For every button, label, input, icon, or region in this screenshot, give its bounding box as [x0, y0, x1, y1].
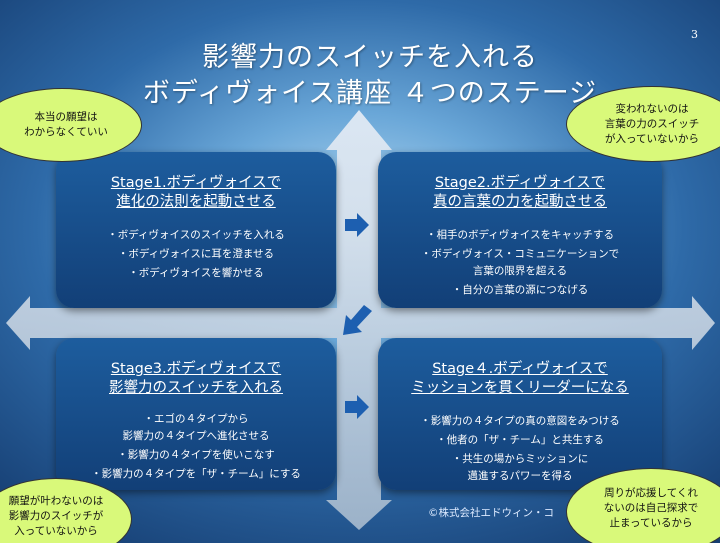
stage-2-heading: Stage2.ボディヴォイスで — [434, 175, 606, 191]
stage-4-bullet: ・影響力の４タイプの真の意図をみつける — [420, 415, 620, 427]
stage-2-bullet: ・自分の言葉の源につなげる — [451, 284, 589, 296]
stage-1-box: Stage1.ボディヴォイスで 進化の法則を起動させる ・ボディヴォイスのスイッ… — [56, 152, 336, 308]
stage-4-bullet-cont: 邁進するパワーを得る — [467, 470, 573, 482]
speech-bubble: 変われないのは 言葉の力のスイッチ が入っていないから — [566, 86, 720, 162]
bubble-line: 願望が叶わないのは — [8, 494, 104, 507]
stage-1-subheading: 進化の法則を起動させる — [116, 194, 276, 210]
arrow-right-icon — [345, 395, 369, 419]
stage-3-bullet: ・エゴの４タイプから — [143, 413, 249, 425]
bubble-line: 言葉の力のスイッチ — [604, 117, 700, 130]
stage-1-bullet: ・ボディヴォイスのスイッチを入れる — [107, 229, 285, 241]
stage-2-bullet-cont: 言葉の限界を超える — [472, 265, 568, 277]
bubble-line: 本当の願望は — [34, 111, 98, 123]
stage-2-bullet: ・ボディヴォイス・コミュニケーションで — [420, 248, 620, 260]
bubble-line: 周りが応援してくれ — [604, 486, 698, 499]
bubble-line: 止まっているから — [609, 516, 693, 529]
stage-1-heading: Stage1.ボディヴォイスで — [110, 175, 282, 191]
arrow-down-left-icon — [343, 305, 372, 335]
stage-3-heading: Stage3.ボディヴォイスで — [110, 361, 282, 377]
stage-4-bullet: ・共生の場からミッションに — [451, 453, 589, 465]
stage-4-box: Stage４.ボディヴォイスで ミッションを貫くリーダーになる ・影響力の４タイ… — [378, 338, 662, 490]
bubble-line: 入っていないから — [14, 524, 98, 537]
stage-2-subheading: 真の言葉の力を起動させる — [433, 194, 607, 210]
stage-2-box: Stage2.ボディヴォイスで 真の言葉の力を起動させる ・相手のボディヴォイス… — [378, 152, 662, 308]
page-number: 3 — [691, 28, 698, 41]
stage-4-subheading: ミッションを貫くリーダーになる — [411, 380, 629, 396]
title-line-1: 影響力のスイッチを入れる — [202, 42, 538, 73]
stage-4-bullet: ・他者の「ザ・チーム」と共生する — [436, 434, 604, 446]
bubble-line: が入っていないから — [605, 132, 699, 145]
stage-4-heading: Stage４.ボディヴォイスで — [432, 361, 608, 377]
slide-title: 影響力のスイッチを入れる ボディヴォイス講座 ４つのステージ — [60, 40, 680, 112]
bubble-line: 影響力のスイッチが — [8, 509, 104, 522]
stage-1-bullet: ・ボディヴォイスに耳を澄ませる — [117, 248, 275, 260]
bubble-line: わからなくていい — [24, 126, 108, 138]
stage-3-bullet: ・影響力の４タイプを使いこなす — [117, 449, 275, 461]
title-line-2: ボディヴォイス講座 ４つのステージ — [142, 78, 598, 109]
stage-1-bullet: ・ボディヴォイスを響かせる — [128, 267, 264, 279]
bubble-line: 変われないのは — [615, 102, 689, 115]
speech-bubble: 本当の願望は わからなくていい — [0, 88, 142, 162]
speech-bubble: 周りが応援してくれ ないのは自己探求で 止まっているから — [566, 468, 720, 543]
arrow-right-icon — [345, 213, 369, 237]
stage-3-bullet: ・影響力の４タイプを「ザ・チーム」にする — [91, 468, 301, 480]
stage-3-bullet-cont: 影響力の４タイプへ進化させる — [122, 430, 270, 442]
stage-2-bullet: ・相手のボディヴォイスをキャッチする — [426, 229, 614, 241]
stage-3-box: Stage3.ボディヴォイスで 影響力のスイッチを入れる ・エゴの４タイプから … — [56, 338, 336, 490]
bubble-line: ないのは自己探求で — [603, 501, 699, 514]
copyright-text: ©株式会社エドウィン・コ — [428, 507, 554, 519]
stage-3-subheading: 影響力のスイッチを入れる — [109, 380, 283, 396]
